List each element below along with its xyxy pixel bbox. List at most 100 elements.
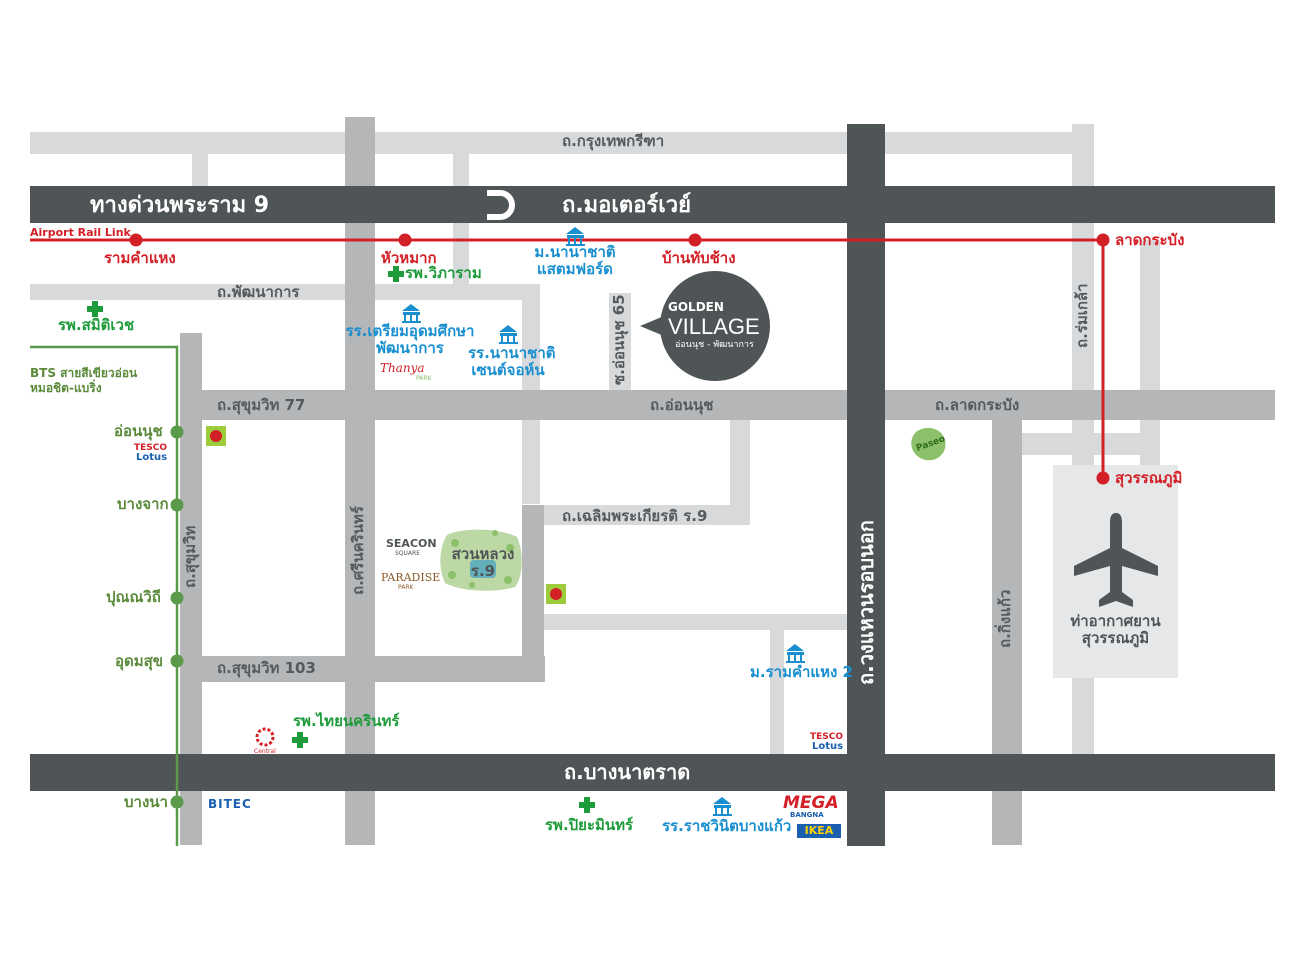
medium-roads xyxy=(180,117,1275,845)
major-roads xyxy=(30,124,1275,846)
tesco-lotus-logo-1: Lotus xyxy=(136,452,168,463)
building-icon xyxy=(713,797,732,816)
road-motorway xyxy=(30,186,1275,223)
dash-2 xyxy=(522,450,540,462)
road-chaloem-phrakiat xyxy=(522,505,750,525)
road-ramkhamhaeng2-south xyxy=(770,614,784,754)
label-airport-line1: ท่าอากาศยาน xyxy=(1070,612,1161,630)
golden-village-subtitle: อ่อนนุช - พัฒนาการ xyxy=(675,340,754,350)
bts-stations xyxy=(170,425,184,809)
golden-village-marker[interactable] xyxy=(640,271,770,381)
bigc-logo-mark xyxy=(550,588,562,600)
hospital-icons xyxy=(87,266,595,813)
golden-village-name-1: GOLDEN xyxy=(668,300,724,314)
building-icon xyxy=(499,325,518,344)
dashed-road xyxy=(522,430,540,502)
tree xyxy=(451,539,459,547)
tesco-lotus-logo-2: Lotus xyxy=(812,741,844,752)
label-romklao: ถ.ร่มเกล้า xyxy=(1073,283,1091,348)
mega-bangna-logo: MEGA xyxy=(783,793,839,813)
bts-bang-na xyxy=(170,795,184,809)
label-srinagarindra: ถ.ศรีนครินทร์ xyxy=(349,506,367,595)
station-lat-krabang xyxy=(1096,233,1110,247)
label-triam-line2: พัฒนาการ xyxy=(376,339,444,358)
station-suvarnabhumi xyxy=(1096,471,1110,485)
dash-1 xyxy=(522,430,540,442)
label-chaloem-phrakiat: ถ.เฉลิมพระเกียรติ ร.9 xyxy=(562,507,708,525)
label-on-nut: ถ.อ่อนนุช xyxy=(650,396,714,414)
seacon-logo: SEACON xyxy=(386,537,437,550)
label-king-kaeo: ถ.กิ่งแก้ว xyxy=(996,589,1014,648)
road-ramkhamhaeng2 xyxy=(540,614,850,630)
central-logo-mark xyxy=(255,727,275,747)
label-ramkhamhaeng2: ม.รามคำแหง 2 xyxy=(750,663,853,681)
road-romklao-east xyxy=(1140,240,1160,465)
seacon-logo-sub: SQUARE xyxy=(395,550,420,557)
label-krungthep-kreetha: ถ.กรุงเทพกรีฑา xyxy=(562,132,665,150)
road-srinagarindra xyxy=(345,117,375,845)
label-suan-luang-park: สวนหลวง ร.9 xyxy=(450,545,516,581)
mega-bangna-sub: BANGNA xyxy=(790,811,824,819)
label-park-line1: สวนหลวง xyxy=(451,545,515,563)
hospital-cross-icon xyxy=(87,301,103,317)
bts-bang-chak xyxy=(170,498,184,512)
dash-3 xyxy=(522,470,540,482)
label-suvarnabhumi-airport: ท่าอากาศยาน สุวรรณภูมิ xyxy=(1053,612,1178,648)
label-on-nut-soi65: ซ.อ่อนนุช 65 xyxy=(610,294,628,385)
bts-udom-suk xyxy=(170,654,184,668)
building-icon xyxy=(566,227,585,246)
tree xyxy=(448,571,456,579)
label-station-lat-krabang: ลาดกระบัง xyxy=(1115,231,1185,249)
label-stamford-university: ม.นานาชาติ แสตมฟอร์ด xyxy=(528,243,622,279)
road-chaloem-connector xyxy=(730,420,750,525)
central-logo: Central xyxy=(254,748,276,755)
golden-village-name-2: VILLAGE xyxy=(668,314,760,339)
paseo-logo-icon xyxy=(911,427,946,461)
label-stamford-line1: ม.นานาชาติ xyxy=(534,243,616,261)
tree xyxy=(504,576,512,584)
road-outer-ring xyxy=(847,124,885,846)
label-hospital-piyamin: รพ.ปิยะมินทร์ xyxy=(545,816,634,834)
label-airport-line2: สุวรรณภูมิ xyxy=(1081,629,1150,648)
ikea-logo: IKEA xyxy=(797,824,841,838)
label-hospital-samitivej: รพ.สมิติเวช xyxy=(58,316,135,334)
road-sukhumvit103 xyxy=(180,656,545,682)
thanya-park-logo: Thanya xyxy=(380,361,425,375)
road-on-nut-soi65 xyxy=(609,293,631,391)
bigc-logo-mark xyxy=(210,430,222,442)
station-ban-thap-chang xyxy=(688,233,702,247)
label-airport-rail-link: Airport Rail Link xyxy=(30,226,131,239)
dash-4 xyxy=(522,490,540,502)
label-bts-udom-suk: อุดมสุข xyxy=(115,652,164,670)
bts-punnawithi xyxy=(170,591,184,605)
label-bangna-trat: ถ.บางนาตราด xyxy=(564,760,691,784)
label-expressway-rama9: ทางด่วนพระราม 9 xyxy=(90,193,270,218)
label-bts-on-nut: อ่อนนุช xyxy=(114,422,163,440)
station-ramkhamhaeng xyxy=(129,233,143,247)
label-station-hua-mak: หัวหมาก xyxy=(381,249,437,267)
tesco-logo-1: TESCO xyxy=(134,443,168,453)
label-park-line2: ร.9 xyxy=(470,562,496,581)
bts-on-nut xyxy=(170,425,184,439)
tree xyxy=(492,530,498,536)
hospital-cross-icon xyxy=(292,732,308,748)
label-lat-krabang-road: ถ.ลาดกระบัง xyxy=(935,396,1020,414)
label-bts-punnawithi: ปุณณวิถี xyxy=(106,588,161,606)
road-sukhumvit xyxy=(180,333,202,845)
park-trees xyxy=(448,530,514,588)
hospital-cross-icon xyxy=(388,266,404,282)
label-triam-udom-school: รร.เตรียมอุดมศึกษา พัฒนาการ xyxy=(344,322,476,358)
label-hospital-thainakarin: รพ.ไทยนครินทร์ xyxy=(293,712,400,730)
label-station-ramkhamhaeng: รามคำแหง xyxy=(104,249,176,267)
road-phatthanakan xyxy=(30,284,540,300)
rail-stations xyxy=(129,233,1110,485)
tesco-logo-2: TESCO xyxy=(810,732,844,742)
label-st-john-line1: รร.นานาชาติ xyxy=(468,344,556,362)
bts-line xyxy=(30,345,179,846)
label-bts-line-1: BTS สายสีเขียวอ่อน xyxy=(30,366,138,380)
road-sukhumvit77-on-nut xyxy=(180,390,1275,420)
label-phatthanakan: ถ.พัฒนาการ xyxy=(217,283,300,301)
airplane-icon xyxy=(1074,513,1158,607)
